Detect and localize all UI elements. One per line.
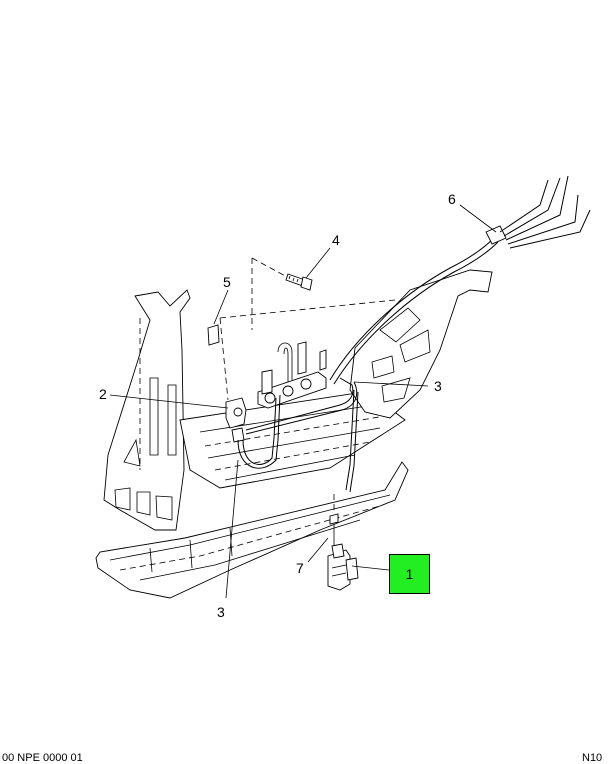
diagram-reference-code: 00 NPE 0000 01	[2, 752, 83, 764]
bolt	[285, 273, 313, 291]
callout-3-upper: 3	[434, 378, 442, 394]
leader-lines	[109, 204, 497, 599]
right-frame	[349, 269, 493, 419]
clip-bracket	[207, 324, 220, 346]
tee-fitting	[225, 397, 247, 443]
callout-2: 2	[99, 386, 107, 402]
frame-bracket	[103, 289, 191, 531]
callout-6: 6	[448, 191, 456, 207]
callout-5: 5	[223, 274, 231, 290]
air-lines	[237, 377, 359, 493]
highlighted-part-callout-1[interactable]: 1	[389, 554, 430, 594]
screw	[329, 494, 339, 546]
page-reference-code: N10	[582, 752, 603, 764]
valve-manifold	[257, 341, 327, 409]
callout-4: 4	[332, 232, 340, 248]
callout-1: 1	[405, 566, 414, 582]
wiring-harness	[329, 175, 591, 385]
callout-3-lower: 3	[217, 604, 225, 620]
sensor-valve	[327, 543, 359, 591]
callout-7: 7	[296, 560, 304, 576]
